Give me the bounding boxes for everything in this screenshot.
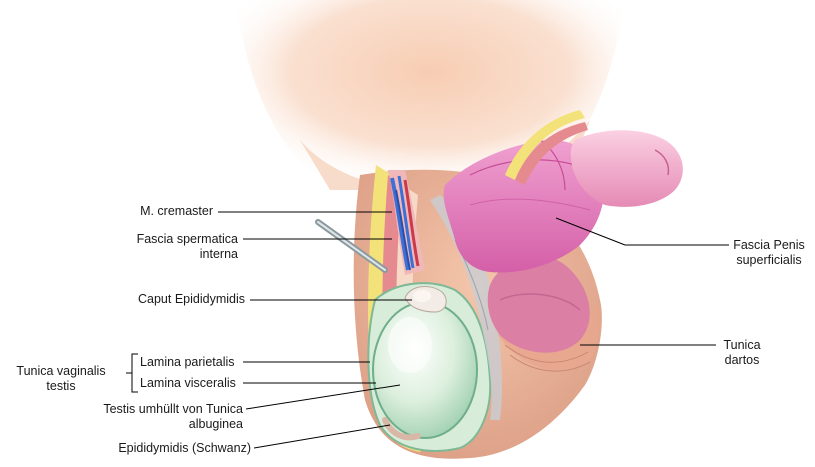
label-testis-tunica-albuginea: Testis umhüllt von Tunica albuginea	[103, 402, 243, 432]
label-tunica-vaginalis-line1: Tunica vaginalis	[16, 364, 106, 378]
penis-inner	[487, 255, 590, 353]
leader-lines	[126, 211, 729, 449]
label-tunica-dartos-line1: Tunica	[723, 338, 761, 352]
label-fascia-spermatica-line2: interna	[199, 247, 238, 261]
label-tunica-vaginalis-line2: testis	[46, 379, 76, 393]
bracket-tunica-vaginalis	[126, 353, 138, 393]
label-epididymidis-schwanz: Epididymidis (Schwanz)	[118, 441, 251, 455]
label-lamina-visceralis: Lamina visceralis	[140, 376, 236, 390]
label-tunica-vaginalis-testis: Tunica vaginalis testis	[2, 364, 120, 394]
spermatic-cord	[388, 170, 425, 275]
label-testis-line1: Testis umhüllt von Tunica	[103, 402, 243, 416]
label-fascia-spermatica-line1: Fascia spermatica	[136, 232, 238, 246]
penis-fascia	[505, 110, 588, 185]
testis	[372, 301, 478, 439]
retractor	[315, 219, 388, 273]
leader-epididymis-tail	[253, 424, 391, 449]
glans	[570, 130, 683, 207]
leader-testis	[245, 384, 401, 410]
label-fascia-penis-superficialis: Fascia Penis superficialis	[726, 238, 812, 268]
label-caput-epididymidis: Caput Epididymidis	[138, 292, 245, 306]
label-fascia-spermatica-interna: Fascia spermatica interna	[137, 232, 238, 262]
label-fascia-penis-line1: Fascia Penis	[733, 238, 805, 252]
label-tunica-dartos-line2: dartos	[724, 353, 760, 367]
label-testis-line2: albuginea	[188, 417, 243, 431]
label-fascia-penis-line2: superficialis	[736, 253, 802, 267]
leader-fascia-penis	[555, 217, 626, 246]
epididymis	[382, 286, 447, 441]
label-tunica-dartos: Tunica dartos	[714, 338, 770, 368]
label-m-cremaster: M. cremaster	[140, 204, 213, 218]
label-lamina-parietalis: Lamina parietalis	[140, 355, 235, 369]
